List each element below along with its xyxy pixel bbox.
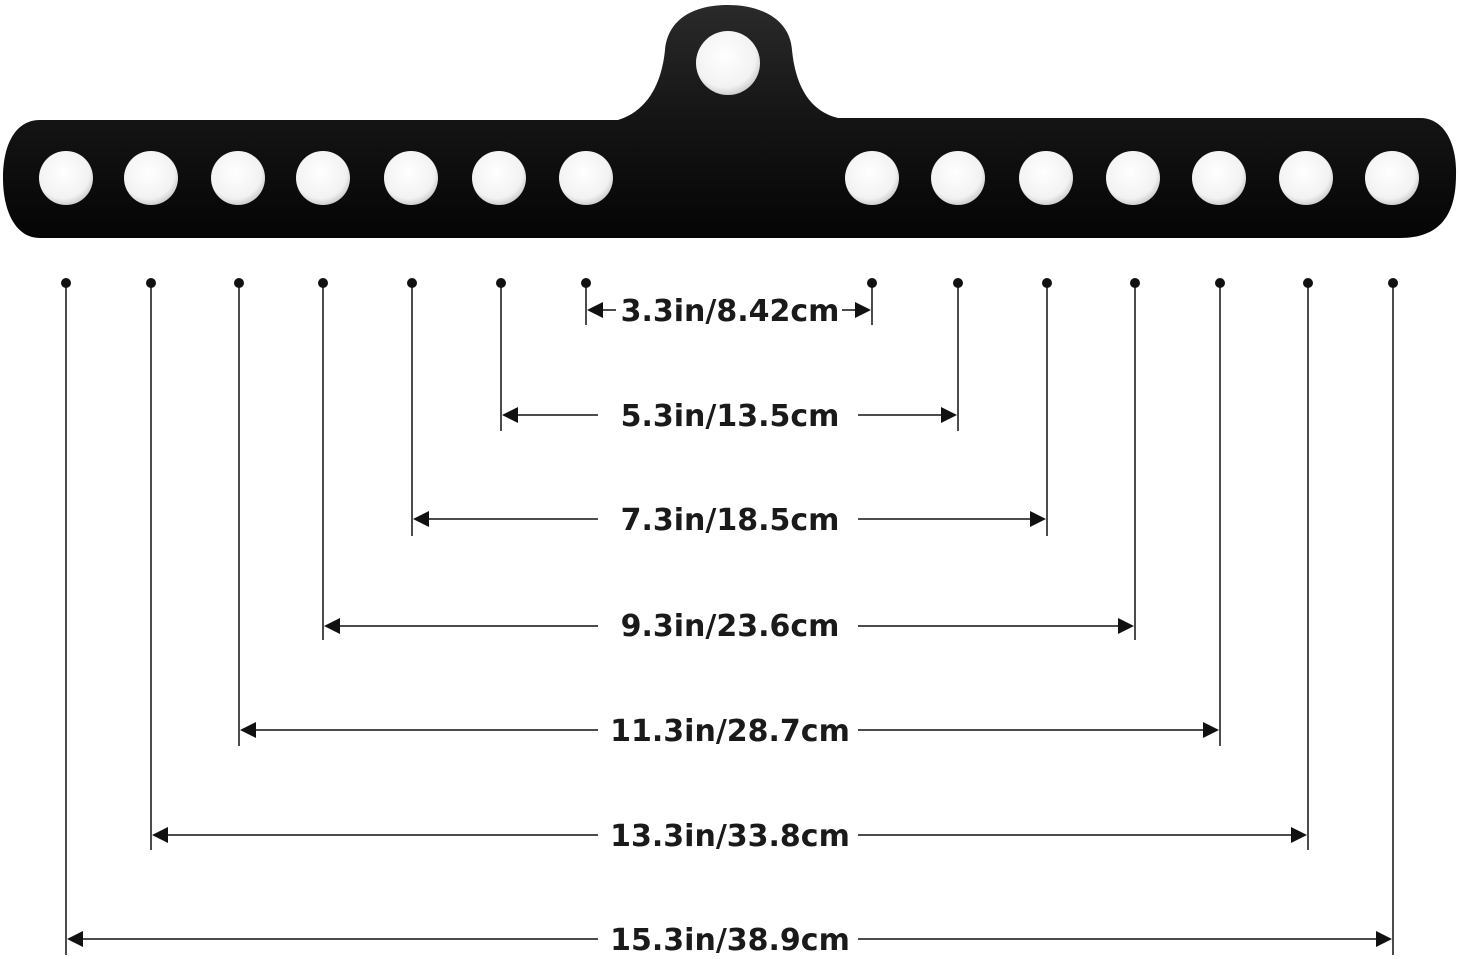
- dimension-label-6: 13.3in/33.8cm: [610, 819, 850, 854]
- dimension-lines: [61, 278, 1398, 955]
- bar-hole-12: [1192, 151, 1246, 205]
- arrowhead-7-right: [1376, 931, 1392, 947]
- arrowhead-6-right: [1291, 827, 1307, 843]
- dimension-label-7: 15.3in/38.9cm: [610, 923, 850, 958]
- bar-hole-5: [384, 151, 438, 205]
- dimension-labels: 3.3in/8.42cm 5.3in/13.5cm 7.3in/18.5cm 9…: [610, 294, 850, 958]
- bar-hole-11: [1106, 151, 1160, 205]
- bar-hole-6: [472, 151, 526, 205]
- dimension-label-5: 11.3in/28.7cm: [610, 714, 850, 749]
- bar-hole-3: [211, 151, 265, 205]
- bar-hole-13: [1279, 151, 1333, 205]
- bar-hole-9: [931, 151, 985, 205]
- bar-holes: [39, 151, 1419, 205]
- arrowhead-3-right: [1030, 511, 1046, 527]
- arrowhead-6-left: [152, 827, 168, 843]
- bar-hole-2: [124, 151, 178, 205]
- arrowhead-4-right: [1118, 618, 1134, 634]
- arrowhead-4-left: [324, 618, 340, 634]
- arrowhead-2-right: [941, 407, 957, 423]
- bar-body: [3, 5, 1457, 238]
- dimension-label-2: 5.3in/13.5cm: [621, 399, 840, 434]
- arrowhead-1-right: [855, 302, 871, 318]
- bar-hole-4: [296, 151, 350, 205]
- bar-hole-10: [1019, 151, 1073, 205]
- arrowhead-2-left: [502, 407, 518, 423]
- bar-hole-7: [559, 151, 613, 205]
- dimension-label-4: 9.3in/23.6cm: [621, 609, 840, 644]
- arrowhead-3-left: [413, 511, 429, 527]
- dimension-label-1: 3.3in/8.42cm: [621, 294, 840, 329]
- arrowhead-5-left: [240, 722, 256, 738]
- arrowhead-7-left: [67, 931, 83, 947]
- hanging-hole: [696, 31, 760, 95]
- arrowhead-5-right: [1203, 722, 1219, 738]
- bar-hole-1: [39, 151, 93, 205]
- arrowhead-1-left: [587, 302, 603, 318]
- mounting-bar: [3, 5, 1457, 238]
- bar-hole-14: [1365, 151, 1419, 205]
- bar-hole-8: [845, 151, 899, 205]
- dimension-label-3: 7.3in/18.5cm: [621, 503, 840, 538]
